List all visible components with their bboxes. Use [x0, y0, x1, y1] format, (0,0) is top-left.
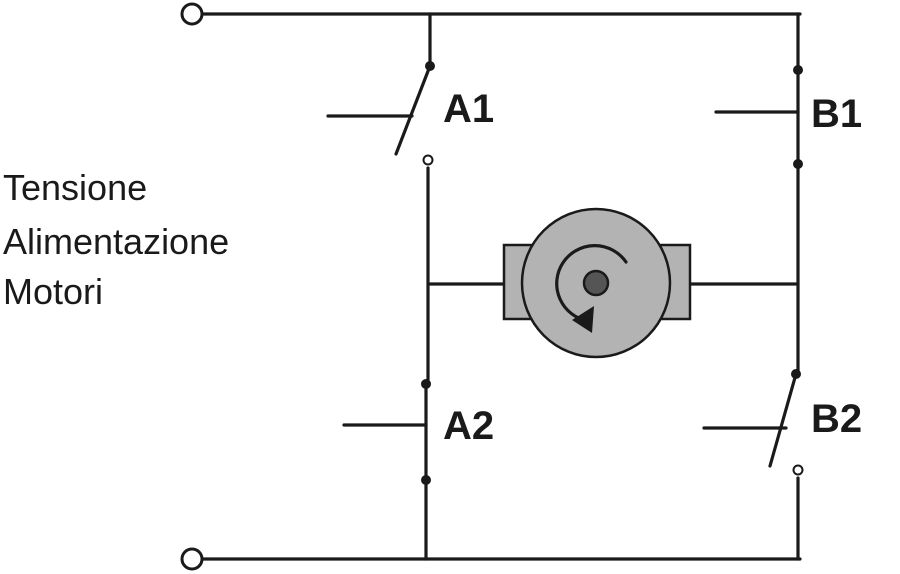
clockwise-rotation-arrow-icon [555, 244, 628, 333]
a1-switch-blade [394, 64, 432, 156]
caption-line-1: Tensione [3, 167, 147, 208]
dc-motor-icon [502, 207, 692, 359]
a1-contact-bottom [422, 154, 434, 166]
supply-caption: Tensione Alimentazione Motori [3, 167, 229, 312]
motor-axle [582, 269, 610, 297]
caption-line-2: Alimentazione [3, 221, 229, 262]
switch-label-b2: B2 [811, 397, 862, 441]
bottom-supply-terminal [180, 547, 204, 571]
b2-switch-blade [768, 372, 798, 468]
b2-contact-bottom [792, 464, 804, 476]
top-supply-terminal [180, 2, 204, 26]
switch-label-a1: A1 [443, 87, 494, 131]
caption-line-3: Motori [3, 271, 103, 312]
switch-label-b1: B1 [811, 92, 862, 136]
switch-label-a2: A2 [443, 404, 494, 448]
